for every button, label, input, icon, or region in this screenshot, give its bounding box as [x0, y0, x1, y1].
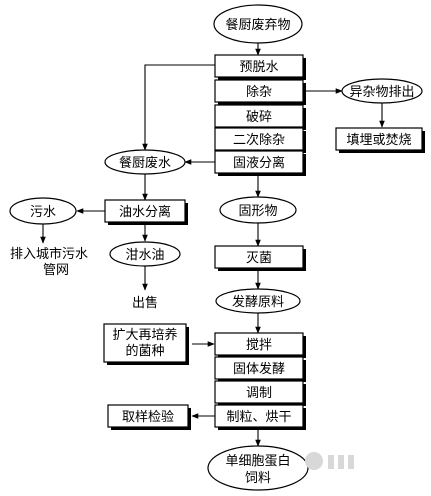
node-sampling-label: 取样检验: [122, 409, 174, 425]
node-sewage-discharge-line-2: 管网: [43, 263, 69, 278]
node-swill-oil-label: 泔水油: [125, 248, 164, 263]
node-stirring-label: 搅拌: [246, 337, 272, 353]
node-pre-dewatering-label: 预脱水: [239, 60, 278, 75]
node-fermentation-material: 发酵原料: [215, 288, 301, 314]
main-process-column: 预脱水 除杂 破碎 二次除杂 固液分离: [214, 54, 306, 176]
connectors: [40, 43, 385, 447]
node-kitchen-waste: 餐厨废弃物: [213, 4, 303, 44]
node-wastewater-label: 餐厨废水: [119, 155, 171, 171]
watermark-logo-icon: [305, 452, 354, 470]
node-fermentation-material-label: 发酵原料: [232, 294, 284, 310]
node-secondary-impurity-label: 二次除杂: [233, 132, 285, 148]
node-solids-label: 固形物: [238, 204, 277, 219]
node-sterilization: 灭菌: [214, 245, 306, 271]
node-culture-line-2: 的菌种: [125, 343, 164, 359]
node-solid-fermentation-label: 固体发酵: [233, 361, 285, 377]
node-landfill-incineration: 填埋或焚烧: [335, 127, 425, 153]
node-impurity-removal-label: 除杂: [246, 85, 272, 100]
node-foreign-matter-discharge: 异杂物排出: [341, 78, 423, 104]
node-kitchen-waste-label: 餐厨废弃物: [225, 17, 290, 33]
node-oil-water-label: 油水分离: [119, 204, 171, 220]
node-sewage: 污水: [9, 197, 77, 225]
node-scp-feed-line-2: 饲料: [245, 471, 271, 486]
node-sampling-inspection: 取样检验: [107, 404, 191, 430]
node-sewage-discharge-line-1: 排入城市污水: [10, 246, 88, 262]
node-crushing-label: 破碎: [246, 110, 272, 125]
node-solid-liquid-separation-label: 固液分离: [233, 155, 285, 171]
node-scp-feed: 单细胞蛋白 饲料: [207, 445, 309, 491]
node-kitchen-wastewater: 餐厨废水: [104, 149, 186, 175]
arrow-predewater-to-wastewater: [142, 64, 215, 151]
node-sewage-discharge: 排入城市污水 管网: [10, 246, 88, 278]
node-expanded-culture: 扩大再培养 的菌种: [103, 323, 189, 365]
node-culture-line-1: 扩大再培养: [112, 327, 177, 343]
node-swill-oil: 泔水油: [109, 241, 181, 267]
node-sewage-label: 污水: [30, 205, 56, 220]
fermentation-process-column: 搅拌 固体发酵 调制 制粒、烘干: [214, 332, 306, 430]
node-solids: 固形物: [219, 196, 297, 224]
node-blending-label: 调制: [246, 386, 272, 401]
node-sale: 出售: [132, 295, 158, 311]
node-sale-label: 出售: [132, 295, 158, 311]
node-landfill-label: 填埋或焚烧: [346, 133, 411, 148]
node-sterilization-label: 灭菌: [246, 251, 272, 266]
node-scp-feed-line-1: 单细胞蛋白: [225, 453, 290, 469]
node-foreign-matter-label: 异杂物排出: [349, 85, 414, 100]
node-granulating-drying-label: 制粒、烘干: [226, 410, 291, 425]
node-oil-water-separation: 油水分离: [104, 199, 188, 225]
